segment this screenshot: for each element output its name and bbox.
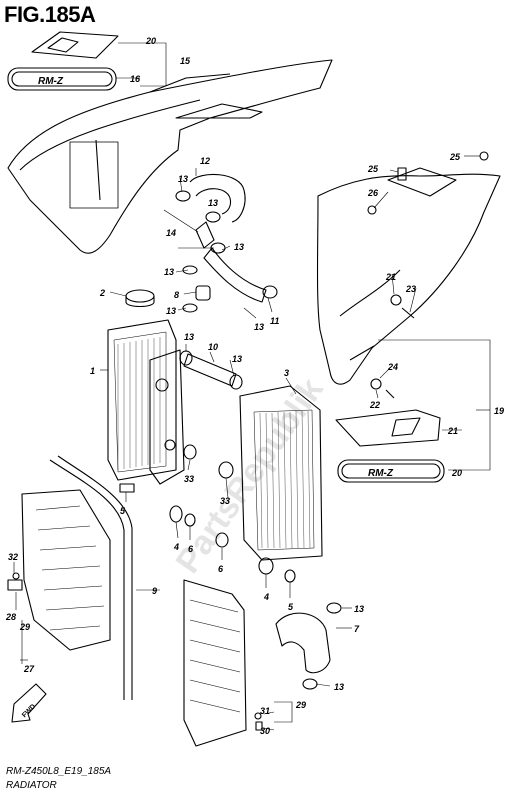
hose-11 — [203, 247, 267, 303]
callout-13d: 13 — [164, 267, 174, 277]
callout-13j: 13 — [334, 682, 344, 692]
hose-9 — [49, 455, 133, 700]
figure-title: FIG.185A — [4, 2, 96, 27]
hose-10 — [183, 353, 237, 387]
callout-5b: 5 — [288, 602, 294, 612]
callout-13a: 13 — [178, 174, 188, 184]
callout-20: 21 — [447, 426, 458, 436]
callout-18: 19 — [494, 406, 504, 416]
footer-name: RADIATOR — [6, 780, 57, 791]
footer-code: RM-Z450L8_E19_185A — [6, 766, 112, 777]
fwd-arrow — [11, 683, 47, 723]
callout-5a: 5 — [120, 506, 126, 516]
callout-31: 31 — [260, 706, 270, 716]
callout-13i: 13 — [354, 604, 364, 614]
decal-part-17 — [31, 31, 119, 59]
callout-13h: 13 — [254, 322, 264, 332]
callout-13e: 13 — [166, 306, 176, 316]
callout-29: 29 — [295, 700, 306, 710]
callout-13g: 13 — [232, 354, 242, 364]
callout-16: 16 — [130, 74, 141, 84]
callout-7: 7 — [354, 624, 360, 634]
left-grille — [21, 489, 111, 651]
callout-33a: 33 — [184, 474, 194, 484]
callout-21b: 22 — [369, 400, 380, 410]
callout-3: 3 — [284, 368, 289, 378]
callout-6a: 6 — [188, 544, 194, 554]
callout-8: 8 — [174, 290, 179, 300]
left-radiator-1 — [107, 319, 177, 481]
panel-20 — [335, 409, 441, 447]
right-shroud — [316, 173, 501, 385]
hose-7 — [275, 612, 331, 674]
callout-25b: 26 — [367, 188, 379, 198]
callout-28: 29 — [19, 622, 30, 632]
callout-15: 15 — [180, 56, 191, 66]
callout-13f: 13 — [184, 332, 194, 342]
callout-2: 2 — [99, 288, 105, 298]
rmz-badge-19 — [337, 459, 445, 483]
decal-label-16: RM-Z — [38, 76, 64, 87]
callout-14: 14 — [166, 228, 176, 238]
callout-21a: 21 — [385, 272, 396, 282]
right-grille — [183, 579, 247, 747]
callout-17: 20 — [145, 36, 156, 46]
callout-12: 12 — [200, 156, 210, 166]
callout-33b: 33 — [220, 496, 230, 506]
left-shroud — [7, 59, 333, 254]
callout-9: 9 — [152, 586, 157, 596]
callout-1: 1 — [90, 366, 95, 376]
hose-12 — [189, 173, 246, 223]
callout-4b: 4 — [263, 592, 269, 602]
callout-23: 24 — [387, 362, 398, 372]
callout-11: 11 — [270, 316, 279, 326]
callout-25a: 25 — [367, 164, 379, 174]
callout-30: 30 — [260, 726, 270, 736]
decal-label-19: RM-Z — [368, 468, 394, 479]
callout-13b: 13 — [208, 198, 218, 208]
right-radiator-3 — [239, 385, 323, 561]
callout-27: 28 — [5, 612, 16, 622]
radiator-cap-2 — [125, 289, 155, 303]
callout-4a: 4 — [173, 542, 179, 552]
callout-26: 27 — [23, 664, 35, 674]
callout-24: 25 — [449, 152, 461, 162]
callout-22: 23 — [405, 284, 416, 294]
callout-10: 10 — [208, 342, 218, 352]
callout-6b: 6 — [218, 564, 224, 574]
callout-32: 32 — [8, 552, 18, 562]
callout-13c: 13 — [234, 242, 244, 252]
callout-19: 20 — [451, 468, 462, 478]
rmz-badge-16 — [7, 67, 117, 91]
